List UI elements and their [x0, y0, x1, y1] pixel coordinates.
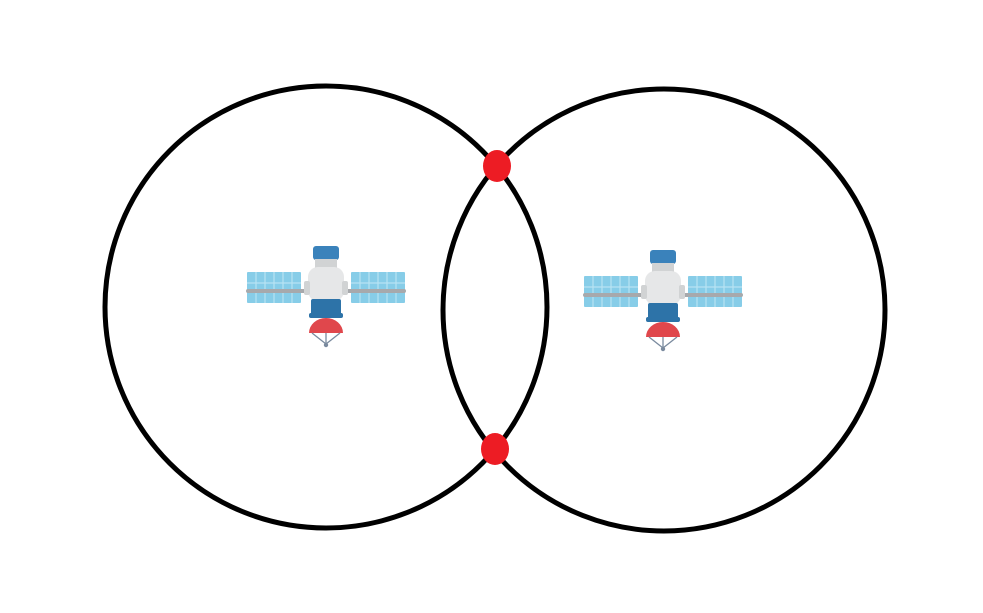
intersection-point-top [483, 150, 511, 182]
circles-layer [102, 83, 888, 534]
satellites-layer [245, 245, 744, 352]
intersection-point-bottom [481, 433, 509, 465]
satellite-icon [582, 249, 744, 352]
intersections-layer [481, 150, 511, 465]
satellite-icon [245, 245, 407, 348]
coverage-circle-right [440, 86, 888, 534]
coverage-circle-left [102, 83, 550, 531]
